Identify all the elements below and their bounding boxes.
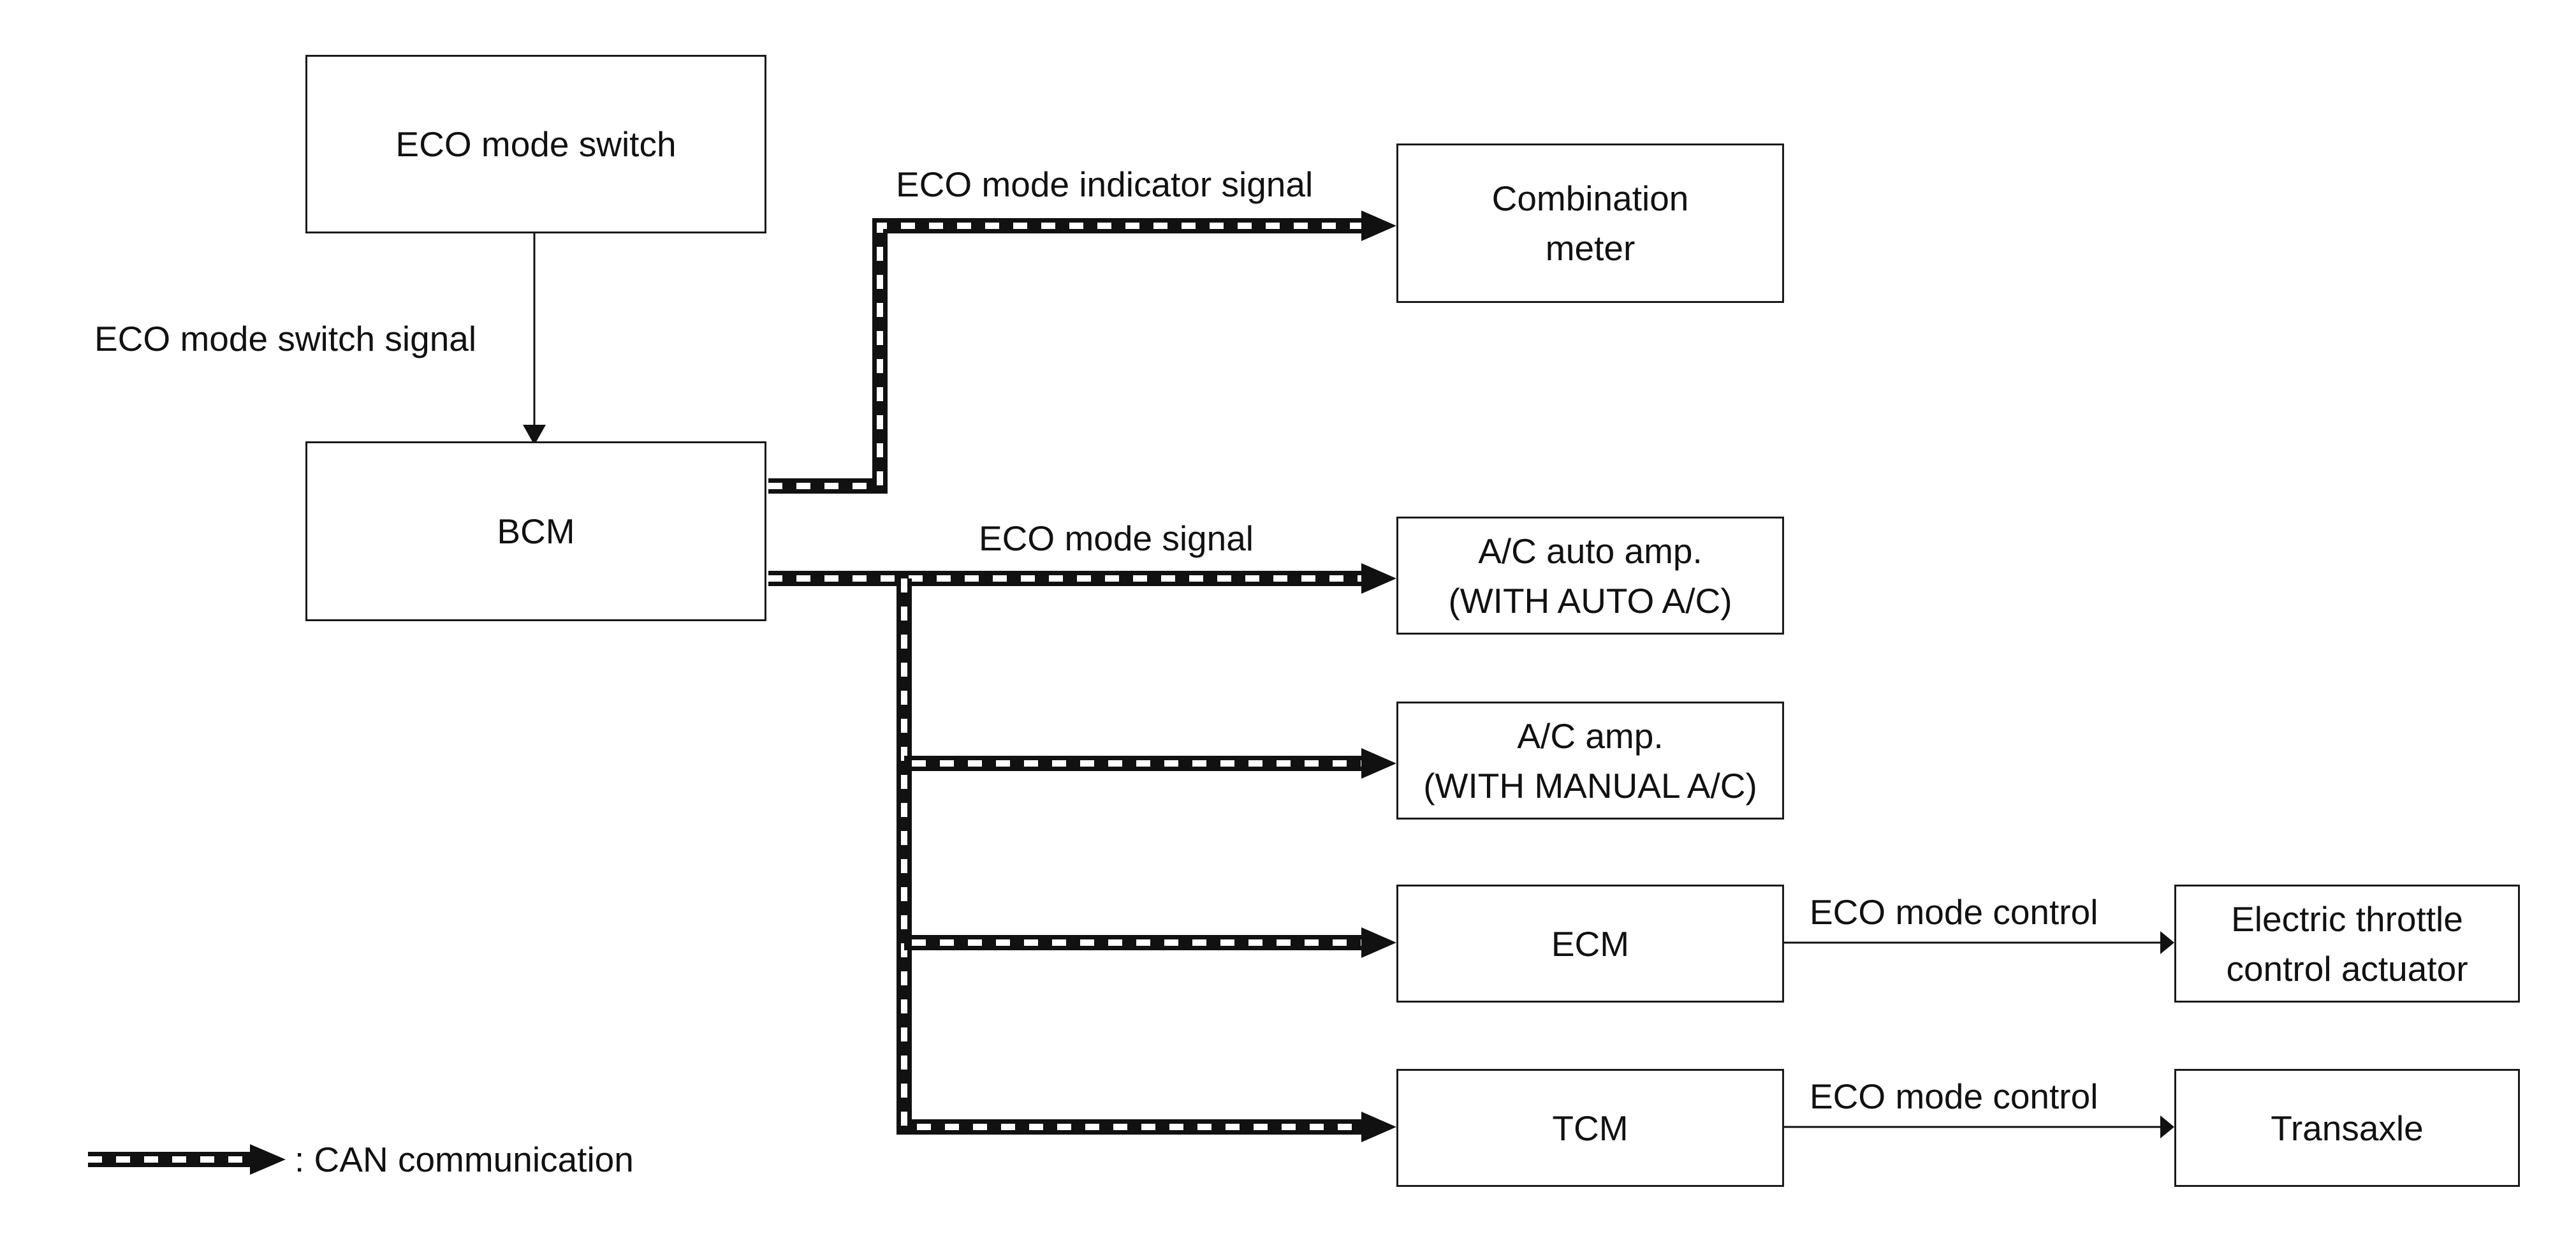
tcm-box: TCM <box>1396 1069 1784 1187</box>
legend-can-symbol <box>88 1144 286 1175</box>
arrow-to-tcm <box>1361 1112 1396 1142</box>
can-indicator-path <box>768 218 1361 494</box>
arrow-to-combination-meter <box>1361 210 1396 241</box>
ac-amp-box: A/C amp. (WITH MANUAL A/C) <box>1396 702 1784 820</box>
legend-can-label: : CAN communication <box>295 1140 634 1179</box>
eco-mode-indicator-signal-label: ECO mode indicator signal <box>896 165 1314 204</box>
tcm-to-transaxle-arrowhead <box>2160 1115 2174 1138</box>
arrow-to-ecm <box>1361 927 1396 958</box>
ac-auto-amp-box: A/C auto amp. (WITH AUTO A/C) <box>1396 517 1784 635</box>
arrow-to-ac-auto-amp <box>1361 563 1396 594</box>
eco-mode-switch-box: ECO mode switch <box>305 55 766 233</box>
combination-meter-box: Combination meter <box>1396 143 1784 303</box>
ecm-to-throttle-arrowhead <box>2160 931 2174 954</box>
eco-mode-signal-label: ECO mode signal <box>979 519 1254 558</box>
arrow-to-ac-amp <box>1361 748 1396 779</box>
switch-to-bcm-arrowhead <box>523 425 546 445</box>
can-trunk-path <box>896 578 1361 1135</box>
transaxle-box: Transaxle <box>2174 1069 2520 1187</box>
ecm-box: ECM <box>1396 885 1784 1003</box>
can-arrowheads <box>1361 210 1396 1142</box>
bcm-box: BCM <box>305 441 766 621</box>
eco-mode-switch-signal-label: ECO mode switch signal <box>94 319 477 358</box>
plain-signal-lines <box>523 233 2174 1138</box>
eco-mode-control-tcm-label: ECO mode control <box>1810 1077 2098 1116</box>
electric-throttle-box: Electric throttle control actuator <box>2174 885 2520 1003</box>
can-lines <box>768 218 1361 1135</box>
eco-mode-control-ecm-label: ECO mode control <box>1810 892 2098 932</box>
